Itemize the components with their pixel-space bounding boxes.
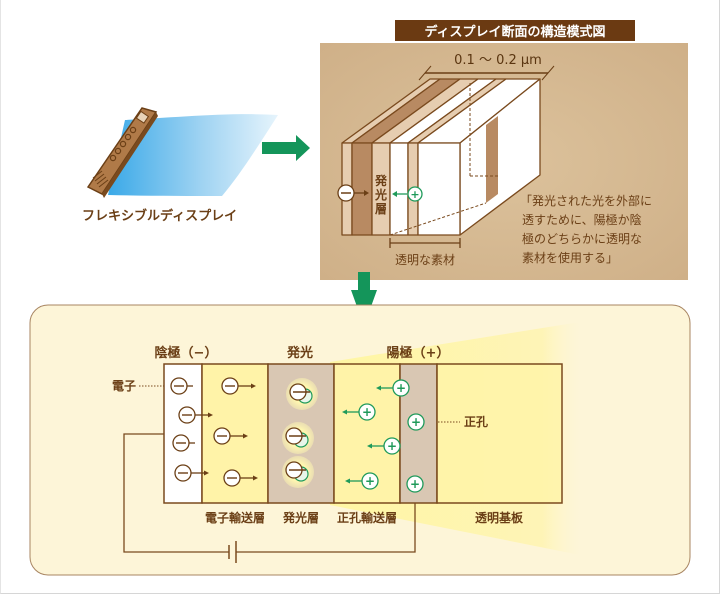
- cross-section-title-bar: [395, 20, 635, 41]
- right-arrow-icon: [262, 135, 310, 161]
- particles: + + + + + +: [170, 377, 425, 493]
- vertical-char: 層: [375, 202, 387, 216]
- svg-text:+: +: [387, 439, 397, 453]
- layer-block-3d: [341, 78, 541, 236]
- vertical-char: 光: [374, 187, 387, 202]
- down-arrow-icon: [351, 272, 377, 326]
- layer-label-transparent-substrate: 透明基板: [475, 510, 524, 525]
- svg-text:+: +: [362, 405, 372, 419]
- note-line-3: 極のどちらかに透明な: [522, 231, 642, 246]
- display-film: [108, 114, 278, 196]
- battery-icon: [228, 541, 237, 563]
- circuit-wire-right: [236, 503, 416, 553]
- svg-text:+: +: [410, 477, 420, 491]
- emission-label: 発光: [286, 345, 313, 361]
- electron-icon: [221, 377, 256, 395]
- electron-icon: [174, 464, 209, 482]
- cross-section-panel: ディスプレイ断面の構造模式図 0.1 ～ 0.2 μm: [320, 20, 688, 280]
- recombination-icon: [282, 456, 314, 488]
- transparent-material-bracket: [389, 238, 461, 248]
- cathode-label: 陰極（−）: [155, 345, 218, 361]
- vertical-char: 発: [374, 173, 388, 188]
- flexible-display-illustration: フレキシブルディスプレイ: [82, 107, 278, 224]
- note-line-2: 透すために、陽極か陰: [522, 212, 642, 227]
- recombination-icon: [282, 422, 314, 454]
- electron-icon: [178, 406, 213, 424]
- mechanism-panel: 陰極（−） 発光 陽極（+） 電子 正孔 電子輸送層 発光層 正孔輸送層 透明基…: [29, 304, 691, 576]
- recombination-icon: [286, 378, 318, 410]
- hole-label: 正孔: [464, 415, 488, 429]
- anode-label: 陽極（+）: [387, 345, 450, 361]
- svg-text:+: +: [411, 415, 421, 429]
- electron-icon: [170, 377, 193, 395]
- layer-label-hole-transport: 正孔輸送層: [337, 510, 397, 525]
- display-controller-bar: [86, 107, 158, 198]
- electron-label: 電子: [112, 379, 136, 393]
- svg-text:+: +: [396, 381, 406, 395]
- note-line-1: 「発光された光を外部に: [520, 193, 652, 208]
- circuit-wire-left: [123, 433, 229, 553]
- hole-symbol-small: +: [392, 186, 423, 202]
- hole-icon: +: [342, 403, 376, 421]
- emission-layer-label: 発光層: [374, 173, 388, 216]
- transparent-substrate: [436, 363, 563, 504]
- hole-icon: +: [367, 437, 401, 455]
- svg-text:+: +: [365, 474, 375, 488]
- flexible-display-label: フレキシブルディスプレイ: [82, 208, 237, 224]
- hole-icon: +: [376, 379, 410, 397]
- note-line-4: 素材を使用する」: [522, 250, 618, 265]
- layer-label-emission: 発光層: [282, 510, 319, 525]
- electron-icon: [213, 427, 248, 445]
- hole-icon: +: [406, 475, 424, 493]
- svg-text:+: +: [410, 188, 419, 201]
- electron-icon: [223, 469, 258, 487]
- thickness-dimension-line: [418, 65, 555, 81]
- hole-icon: +: [407, 413, 425, 431]
- transparent-material-label: 透明な素材: [395, 253, 455, 267]
- layer-label-electron-transport: 電子輸送層: [205, 510, 265, 525]
- electron-icon: [172, 434, 195, 452]
- electron-symbol-small: [337, 184, 369, 202]
- hole-icon: +: [345, 472, 379, 490]
- cross-section-title: ディスプレイ断面の構造模式図: [424, 24, 605, 40]
- thickness-label: 0.1 ～ 0.2 μm: [454, 53, 542, 68]
